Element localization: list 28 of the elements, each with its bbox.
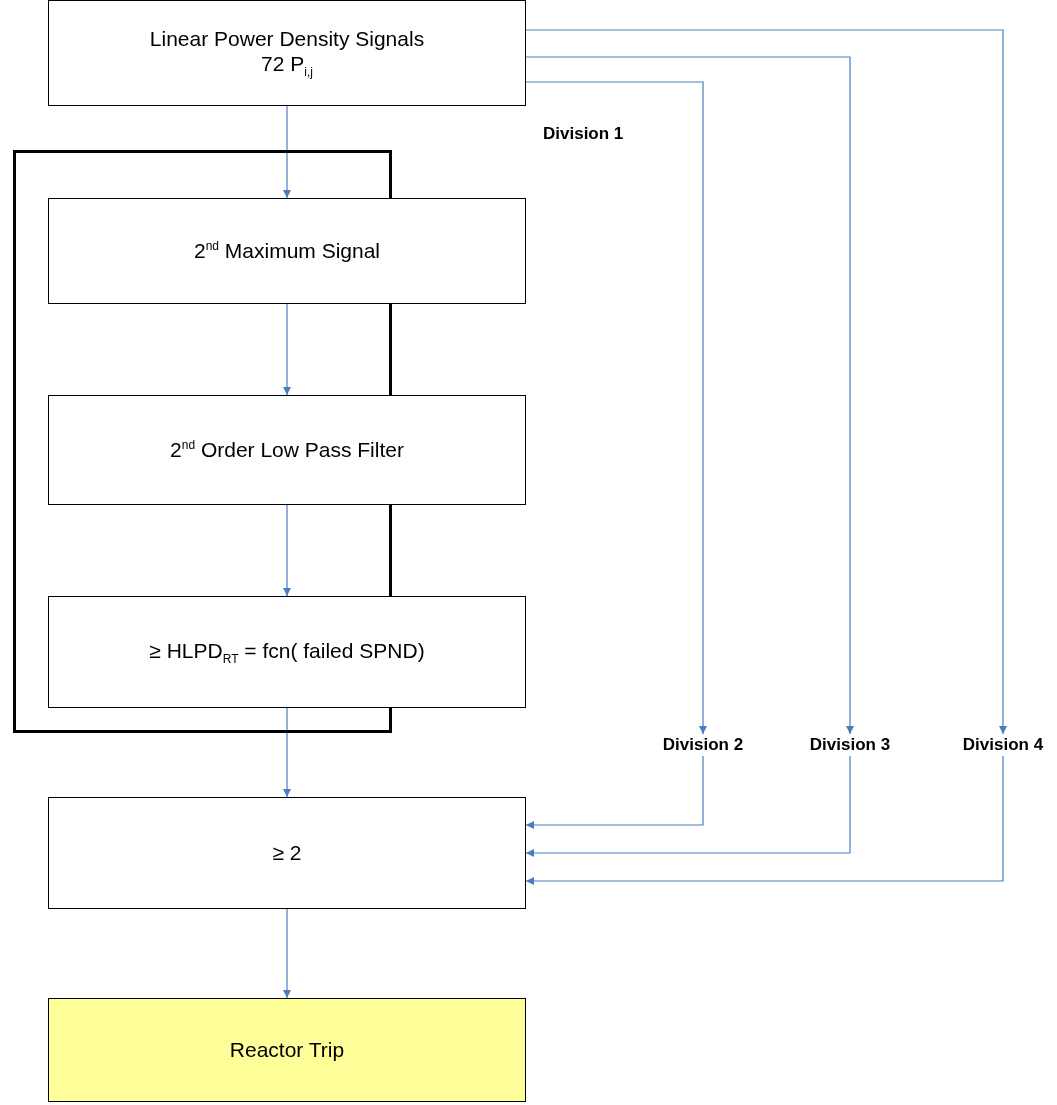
process-box xyxy=(48,198,526,304)
process-box xyxy=(48,395,526,505)
division-heading: Division 1 xyxy=(543,124,624,144)
box-text: Linear Power Density Signals xyxy=(149,26,425,52)
process-box xyxy=(48,0,526,106)
arrow xyxy=(283,303,291,396)
output-box xyxy=(48,998,526,1102)
arrow xyxy=(525,755,704,829)
arrow xyxy=(525,56,854,735)
box-text: 2$^{nd}$ Maximum Signal xyxy=(193,238,381,264)
division-label: Division 2 xyxy=(662,735,744,755)
arrow xyxy=(283,105,291,199)
division-label: Division 4 xyxy=(962,735,1044,755)
box-text: 72 P$_{i,j}$ xyxy=(261,51,313,80)
arrow xyxy=(525,81,707,735)
arrow xyxy=(525,755,1004,885)
arrow xyxy=(283,504,291,597)
arrow xyxy=(283,707,291,798)
box-text: ≥ 2 xyxy=(272,840,302,866)
logic-box xyxy=(48,797,526,909)
box-text: 2$^{nd}$ Order Low Pass Filter xyxy=(170,437,404,463)
box-text: Reactor Trip xyxy=(229,1037,345,1063)
box-text: ≥ HLPD$_{RT}$ = fcn( failed SPND) xyxy=(149,637,425,667)
arrow xyxy=(283,908,291,999)
arrow xyxy=(525,29,1007,735)
division-label: Division 3 xyxy=(809,735,891,755)
process-box xyxy=(48,596,526,708)
arrow xyxy=(525,755,851,857)
